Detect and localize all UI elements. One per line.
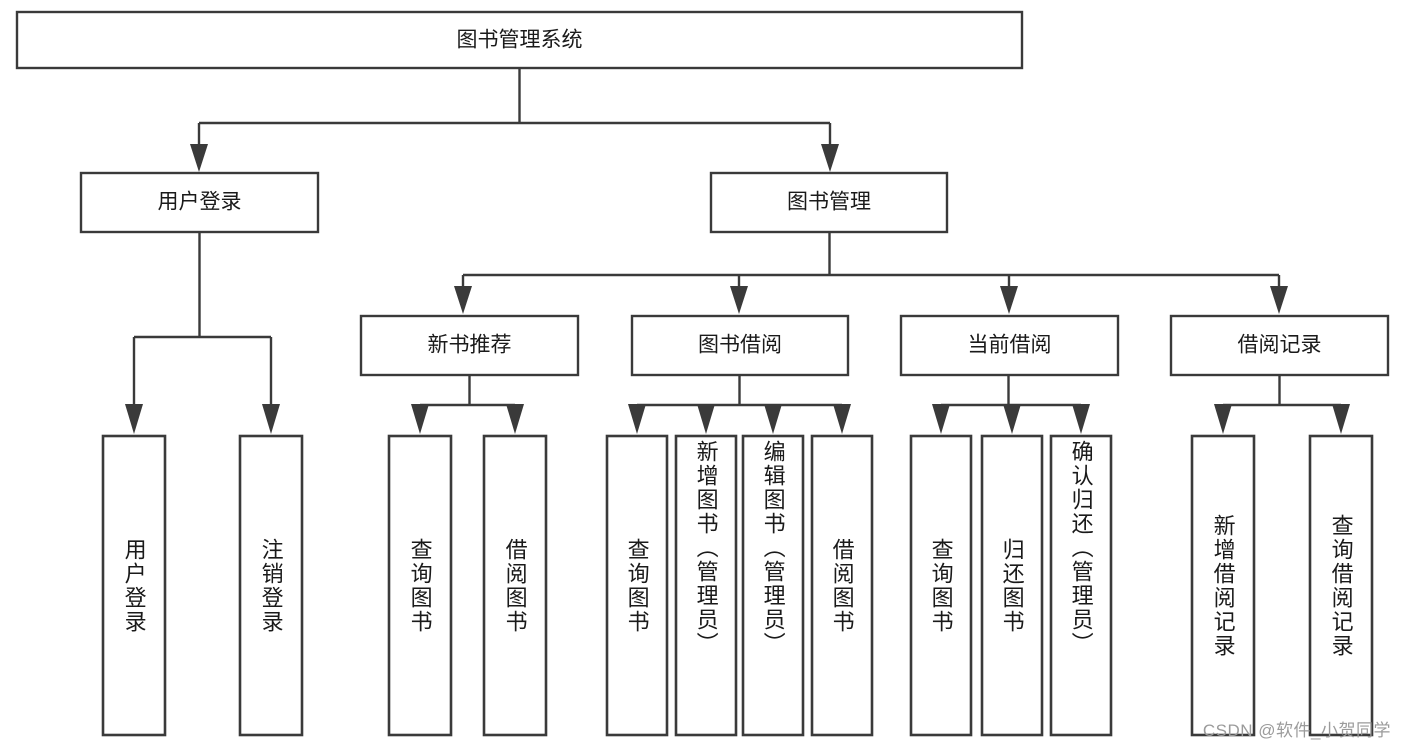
arrow-to-leaf-edit-book-admin	[764, 404, 782, 434]
node-book-borrow[interactable]: 图书借阅	[630, 314, 850, 377]
node-root[interactable]: 图书管理系统	[15, 10, 1024, 70]
node-current-borrow-label: 当前借阅	[968, 334, 1052, 357]
node-current-borrow-box[interactable]	[899, 314, 1120, 377]
node-root-box[interactable]	[15, 10, 1024, 70]
node-user-login[interactable]: 用户登录	[79, 171, 320, 234]
arrow-to-leaf-query-book-borrow	[628, 404, 646, 434]
arrow-to-borrow-record	[1270, 286, 1288, 314]
leaf-box-confirm-return-admin[interactable]	[1049, 434, 1113, 737]
arrow-to-leaf-borrow-book-rec	[506, 404, 524, 434]
leaf-box-query-book-rec[interactable]	[387, 434, 453, 737]
arrow-to-leaf-borrow-book	[833, 404, 851, 434]
leaf-box-edit-book-admin[interactable]	[741, 434, 805, 737]
arrow-to-current-borrow	[1000, 286, 1018, 314]
arrow-to-leaf-query-borrow-record	[1332, 404, 1350, 434]
node-root-label: 图书管理系统	[457, 29, 583, 52]
arrow-to-leaf-logout-login	[262, 404, 280, 434]
node-user-login-box[interactable]	[79, 171, 320, 234]
leaf-box-borrow-book[interactable]	[810, 434, 874, 737]
leaf-box-query-book-borrow[interactable]	[605, 434, 669, 737]
arrow-to-book-borrow	[730, 286, 748, 314]
leaf-box-add-book-admin[interactable]	[674, 434, 738, 737]
leaf-box-user-login[interactable]	[101, 434, 167, 737]
arrow-to-leaf-user-login	[125, 404, 143, 434]
node-borrow-record[interactable]: 借阅记录	[1169, 314, 1390, 377]
arrow-to-leaf-query-book-rec	[411, 404, 429, 434]
arrow-to-user-login	[190, 144, 208, 172]
node-new-book-recommend[interactable]: 新书推荐	[359, 314, 580, 377]
node-new-book-recommend-label: 新书推荐	[428, 334, 512, 357]
node-book-management-box[interactable]	[709, 171, 949, 234]
node-book-borrow-label: 图书借阅	[698, 334, 782, 357]
leaf-box-borrow-book-rec[interactable]	[482, 434, 548, 737]
arrow-to-leaf-return-book	[1003, 404, 1021, 434]
leaf-box-query-borrow-record[interactable]	[1308, 434, 1374, 737]
leaf-box-logout-login[interactable]	[238, 434, 304, 737]
connector-group	[125, 68, 1350, 434]
node-current-borrow[interactable]: 当前借阅	[899, 314, 1120, 377]
arrow-to-new-book-recommend	[454, 286, 472, 314]
node-borrow-record-box[interactable]	[1169, 314, 1390, 377]
node-new-book-recommend-box[interactable]	[359, 314, 580, 377]
arrow-to-leaf-confirm-return-admin	[1072, 404, 1090, 434]
node-book-management[interactable]: 图书管理	[709, 171, 949, 234]
arrow-to-leaf-query-book-current	[932, 404, 950, 434]
arrow-to-leaf-add-book-admin	[697, 404, 715, 434]
leaf-box-query-book-current[interactable]	[909, 434, 973, 737]
node-book-management-label: 图书管理	[787, 191, 871, 214]
node-book-borrow-box[interactable]	[630, 314, 850, 377]
arrow-to-leaf-add-borrow-record	[1214, 404, 1232, 434]
leaf-box-add-borrow-record[interactable]	[1190, 434, 1256, 737]
watermark-text: CSDN @软件_小贺同学	[1202, 721, 1391, 740]
node-user-login-label: 用户登录	[158, 191, 242, 214]
leaf-box-group	[101, 434, 1374, 737]
node-borrow-record-label: 借阅记录	[1238, 334, 1322, 357]
arrow-to-book-management	[821, 144, 839, 172]
leaf-box-return-book[interactable]	[980, 434, 1044, 737]
